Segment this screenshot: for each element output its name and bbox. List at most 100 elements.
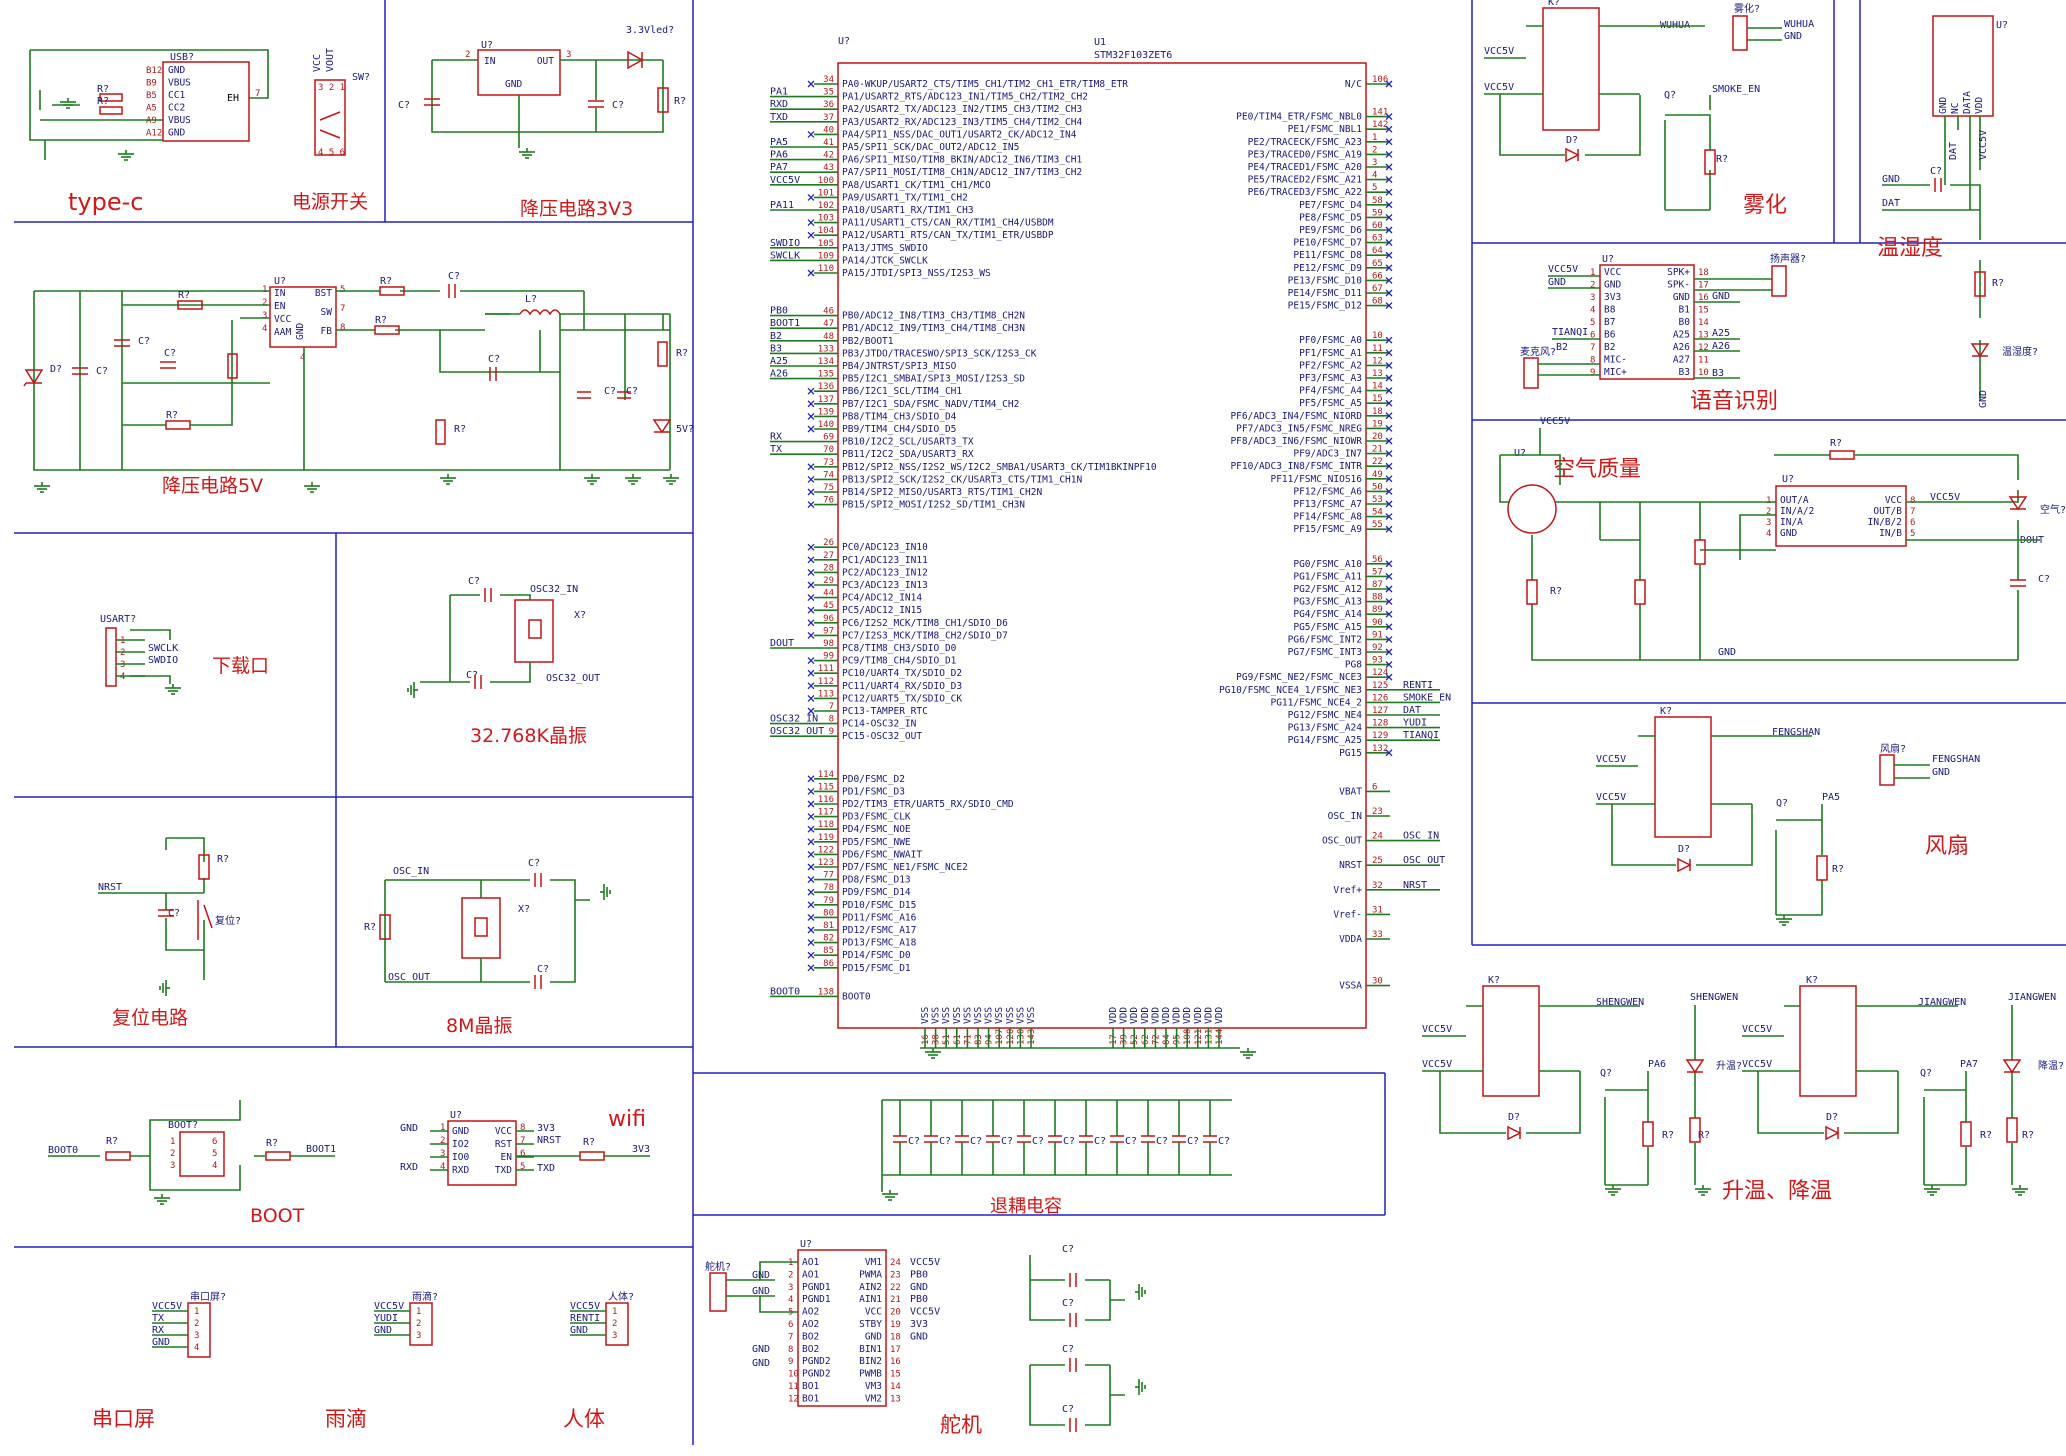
mcu-pin-number: 13 bbox=[1372, 369, 1383, 379]
decap-label: C? bbox=[1187, 1136, 1199, 1147]
typec-r1 bbox=[99, 93, 123, 102]
svg-text:VCC5V: VCC5V bbox=[1978, 130, 1989, 160]
mcu-pin-name: PF4/FSMC_A4 bbox=[1299, 386, 1362, 397]
voice-pin-number: 4 bbox=[1590, 306, 1595, 316]
svg-text:NRST: NRST bbox=[537, 1135, 561, 1146]
title-xtal-8m: 8M晶振 bbox=[446, 1015, 512, 1037]
typec-eh-num: 7 bbox=[255, 89, 260, 99]
mcu-pin-number: 96 bbox=[823, 614, 834, 624]
mcu-pin-number: 4 bbox=[1372, 171, 1377, 181]
no-connect-mark bbox=[807, 775, 815, 783]
servo-pin-name: AO2 bbox=[802, 1307, 819, 1318]
mcu-pin-name: PA8/USART1_CK/TIM1_CH1/MCO bbox=[842, 180, 991, 191]
uart-pins-pin: 1 bbox=[194, 1307, 199, 1317]
ground-symbol bbox=[1239, 1047, 1257, 1059]
no-connect-mark bbox=[807, 707, 815, 715]
svg-text:C?: C? bbox=[604, 386, 616, 397]
mcu-pin-name: PB3/JTDO/TRACESWO/SPI3_SCK/I2S3_CK bbox=[842, 348, 1037, 359]
mcu-pin-name: PB4/JNTRST/SPI3_MISO bbox=[842, 361, 957, 372]
no-connect-mark bbox=[807, 400, 815, 408]
voice-module bbox=[1599, 264, 1695, 380]
air-comparator bbox=[1775, 485, 1907, 547]
air-pin-number: 2 bbox=[1766, 507, 1771, 517]
mcu-pin-number: 49 bbox=[1372, 470, 1383, 480]
vss-pin-label: VSS bbox=[941, 1007, 952, 1024]
mcu-pin-number: 8 bbox=[829, 715, 834, 725]
mcu-pin-number: 21 bbox=[1372, 445, 1383, 455]
mcu-pin-name: PE9/FSMC_D6 bbox=[1299, 225, 1362, 236]
mcu-pin-number: 46 bbox=[823, 307, 834, 317]
mcu-pin-number: 137 bbox=[818, 395, 834, 405]
mcu-pin-name: PF13/FSMC_A7 bbox=[1293, 499, 1362, 510]
voice-pin-name: GND bbox=[1604, 280, 1621, 291]
mcu-net-label: PB0 bbox=[770, 306, 788, 317]
servo-pin-number: 14 bbox=[890, 1382, 901, 1392]
buck-pin-number: 8 bbox=[340, 323, 345, 333]
no-connect-mark bbox=[1385, 251, 1393, 259]
ldo-res bbox=[657, 87, 669, 113]
vss-pin-number: 71 bbox=[963, 1034, 973, 1045]
download-net-swdio: SWDIO bbox=[148, 655, 178, 666]
mcu-pin-name: PB8/TIM4_CH3/SDIO_D4 bbox=[842, 411, 957, 422]
mcu-pin-name: PG11/FSMC_NCE4_2 bbox=[1270, 697, 1362, 708]
uart-screen-connector bbox=[187, 1302, 211, 1358]
voice-pin-name: B3 bbox=[1679, 367, 1690, 378]
ldo-wires bbox=[431, 59, 664, 148]
svg-text:U?: U? bbox=[1602, 254, 1614, 265]
no-connect-mark bbox=[1385, 374, 1393, 382]
svg-text:VCC5V: VCC5V bbox=[1422, 1059, 1452, 1070]
voice-pin-name: SPK- bbox=[1667, 280, 1690, 291]
ldo-led bbox=[627, 50, 644, 70]
svg-text:PA6: PA6 bbox=[1648, 1059, 1666, 1070]
mcu-pin-name: PF0/FSMC_A0 bbox=[1299, 335, 1362, 346]
servo-pin-name: BO1 bbox=[802, 1393, 819, 1404]
mcu-pin-name: PG7/FSMC_INT3 bbox=[1288, 647, 1362, 658]
boot-pin-number: 4 bbox=[212, 1161, 217, 1171]
mcu-pin-name: PE1/FSMC_NBL1 bbox=[1288, 124, 1363, 135]
no-connect-mark bbox=[1385, 560, 1393, 568]
mcu-net-label: SWCLK bbox=[770, 250, 800, 261]
mcu-pin-name: PB6/I2C1_SCL/TIM4_CH1 bbox=[842, 386, 962, 397]
mcu-pin-name: OSC_OUT bbox=[1322, 836, 1362, 847]
svg-text:扬声器?: 扬声器? bbox=[1770, 252, 1806, 265]
mcu-pin-number: 25 bbox=[1372, 856, 1383, 866]
mcu-pin-number: 100 bbox=[818, 176, 834, 186]
buck-pin-name: IN bbox=[274, 288, 286, 299]
svg-text:R?: R? bbox=[1980, 1130, 1992, 1141]
mcu-pin-name: PD2/TIM3_ETR/UART5_RX/SDIO_CMD bbox=[842, 799, 1014, 810]
servo-net-label: PB0 bbox=[910, 1269, 928, 1280]
mcu-pin-name: PE6/TRACED3/FSMC_A22 bbox=[1248, 187, 1362, 198]
mcu-pin-name: PB14/SPI2_MISO/USART3_RTS/TIM1_CH2N bbox=[842, 487, 1042, 498]
servo-net-label: VCC5V bbox=[910, 1257, 940, 1268]
voice-pin-number: 7 bbox=[1590, 343, 1595, 353]
vdd-pin-number: 62 bbox=[1141, 1034, 1151, 1045]
mcu-pin-number: 32 bbox=[1372, 881, 1383, 891]
mcu-pin-name: Vref- bbox=[1333, 909, 1362, 920]
mcu-net-label: RXD bbox=[770, 99, 788, 110]
uart-pins-pin: 4 bbox=[194, 1343, 199, 1353]
download-pin-number: 3 bbox=[120, 660, 125, 670]
svg-text:K?: K? bbox=[1548, 0, 1560, 8]
voice-pin-name: MIC+ bbox=[1604, 367, 1627, 378]
mcu-pin-name: PC1/ADC123_IN11 bbox=[842, 555, 928, 566]
voice-pin-name: B6 bbox=[1604, 330, 1616, 341]
no-connect-mark bbox=[807, 501, 815, 509]
voice-pin-number: 5 bbox=[1590, 318, 1595, 328]
mcu-pin-name: PG15 bbox=[1339, 748, 1362, 759]
mcu-pin-name: PA9/USART1_TX/TIM1_CH2 bbox=[842, 192, 968, 203]
svg-text:C?: C? bbox=[466, 670, 478, 681]
no-connect-mark bbox=[807, 475, 815, 483]
no-connect-mark bbox=[807, 193, 815, 201]
svg-text:C?: C? bbox=[468, 576, 480, 587]
mcu-pin-number: 89 bbox=[1372, 605, 1383, 615]
svg-text:C?: C? bbox=[2038, 574, 2050, 585]
mcu-net-label: YUDI bbox=[1403, 718, 1427, 729]
svg-text:Q?: Q? bbox=[1600, 1068, 1612, 1079]
mcu-net-label: BOOT1 bbox=[770, 318, 800, 329]
mcu-pin-number: 75 bbox=[823, 483, 834, 493]
mcu-pin-number: 133 bbox=[818, 344, 834, 354]
mcu-pin-number: 53 bbox=[1372, 495, 1383, 505]
svg-text:NRST: NRST bbox=[98, 882, 122, 893]
mcu-pin-name: OSC_IN bbox=[1328, 811, 1363, 822]
